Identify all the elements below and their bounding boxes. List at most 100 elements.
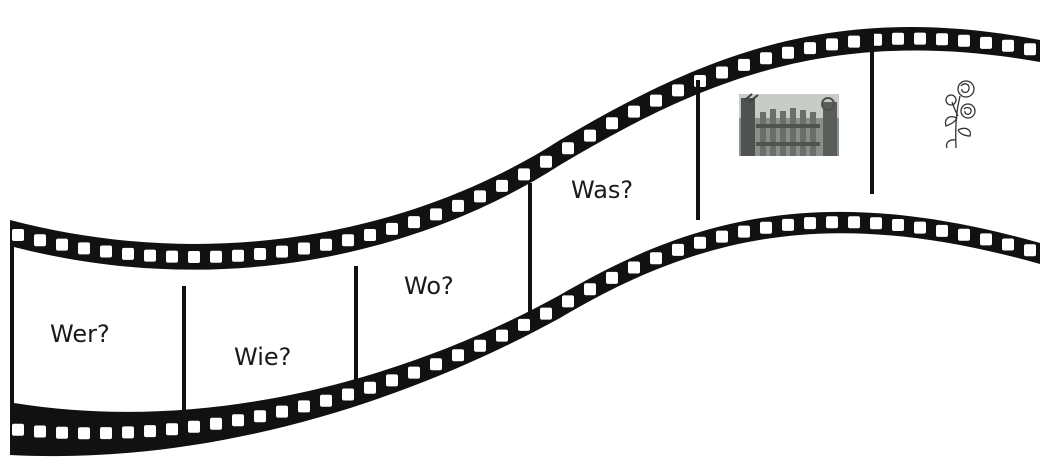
sprocket-hole <box>430 208 442 221</box>
sprocket-hole <box>34 425 46 438</box>
sprocket-hole <box>958 228 970 241</box>
sprocket-hole <box>12 423 24 436</box>
sprocket-hole <box>980 233 992 246</box>
sprocket-hole <box>210 417 222 430</box>
sprocket-hole <box>1024 244 1036 257</box>
frame-label-was: Was? <box>571 176 633 204</box>
sprocket-hole <box>496 179 508 192</box>
sprocket-hole <box>914 32 926 45</box>
sprocket-hole <box>782 218 794 231</box>
sprocket-hole <box>892 32 904 45</box>
sprocket-hole <box>386 374 398 387</box>
sprocket-hole <box>78 242 90 255</box>
sprocket-hole <box>584 283 596 296</box>
sprocket-hole <box>804 42 816 55</box>
sprocket-hole <box>210 250 222 263</box>
sprocket-hole <box>738 225 750 238</box>
sprocket-hole <box>826 216 838 229</box>
gate-photo <box>739 93 839 156</box>
sprocket-hole <box>232 249 244 262</box>
sprocket-hole <box>672 84 684 97</box>
sprocket-hole <box>1002 238 1014 251</box>
sprocket-hole <box>408 216 420 229</box>
sprocket-hole <box>936 33 948 46</box>
sprocket-hole <box>408 366 420 379</box>
sprocket-hole <box>100 245 112 258</box>
sprocket-hole <box>144 249 156 262</box>
sprocket-hole <box>144 425 156 438</box>
sprocket-hole <box>782 46 794 59</box>
sprocket-hole <box>518 168 530 181</box>
frame-label-wo: Wo? <box>404 272 454 300</box>
sprocket-hole <box>276 245 288 258</box>
sprocket-hole <box>914 221 926 234</box>
sprocket-hole <box>540 307 552 320</box>
sprocket-hole <box>804 217 816 230</box>
sprocket-hole <box>320 394 332 407</box>
sprocket-holes-bottom <box>12 216 1036 440</box>
sprocket-hole <box>716 66 728 79</box>
sprocket-hole <box>760 52 772 65</box>
sprocket-hole <box>452 349 464 362</box>
sprocket-hole <box>628 261 640 274</box>
sprocket-hole <box>188 420 200 433</box>
sprocket-hole <box>606 271 618 284</box>
sprocket-hole <box>848 216 860 229</box>
sprocket-hole <box>980 36 992 49</box>
sprocket-hole <box>540 155 552 168</box>
sprocket-hole <box>826 38 838 51</box>
sprocket-holes-top <box>12 32 1036 263</box>
frame-label-wie: Wie? <box>234 343 291 371</box>
sprocket-hole <box>452 199 464 212</box>
roses-drawing <box>944 80 976 149</box>
sprocket-hole <box>232 414 244 427</box>
sprocket-hole <box>496 329 508 342</box>
sprocket-hole <box>760 221 772 234</box>
sprocket-hole <box>1002 39 1014 52</box>
sprocket-hole <box>650 252 662 265</box>
sprocket-hole <box>254 248 266 260</box>
sprocket-hole <box>166 250 178 263</box>
frame-dividers <box>182 33 874 438</box>
sprocket-hole <box>342 388 354 401</box>
sprocket-hole <box>870 217 882 230</box>
sprocket-hole <box>848 35 860 48</box>
sprocket-hole <box>518 318 530 331</box>
sprocket-hole <box>386 222 398 235</box>
sprocket-hole <box>936 224 948 237</box>
sprocket-hole <box>474 339 486 352</box>
sprocket-hole <box>56 426 68 439</box>
frame-label-wer: Wer? <box>50 320 110 348</box>
sprocket-hole <box>122 426 134 439</box>
sprocket-hole <box>606 117 618 130</box>
sprocket-hole <box>474 190 486 203</box>
sprocket-hole <box>276 405 288 418</box>
sprocket-hole <box>672 243 684 256</box>
sprocket-hole <box>650 94 662 107</box>
sprocket-hole <box>298 400 310 413</box>
sprocket-hole <box>364 229 376 241</box>
sprocket-hole <box>298 242 310 255</box>
sprocket-hole <box>12 229 24 241</box>
sprocket-hole <box>958 34 970 47</box>
sprocket-hole <box>364 381 376 394</box>
sprocket-hole <box>34 234 46 247</box>
sprocket-hole <box>628 105 640 118</box>
sprocket-hole <box>892 219 904 231</box>
sprocket-hole <box>562 142 574 155</box>
sprocket-hole <box>584 129 596 142</box>
sprocket-hole <box>100 427 112 440</box>
sprocket-hole <box>56 238 68 251</box>
sprocket-hole <box>562 295 574 308</box>
sprocket-hole <box>188 251 200 263</box>
sprocket-hole <box>166 423 178 436</box>
sprocket-hole <box>716 230 728 243</box>
sprocket-hole <box>694 236 706 249</box>
sprocket-hole <box>1024 43 1036 56</box>
sprocket-hole <box>342 234 354 247</box>
sprocket-hole <box>430 358 442 371</box>
sprocket-hole <box>122 247 134 260</box>
sprocket-hole <box>254 410 266 423</box>
